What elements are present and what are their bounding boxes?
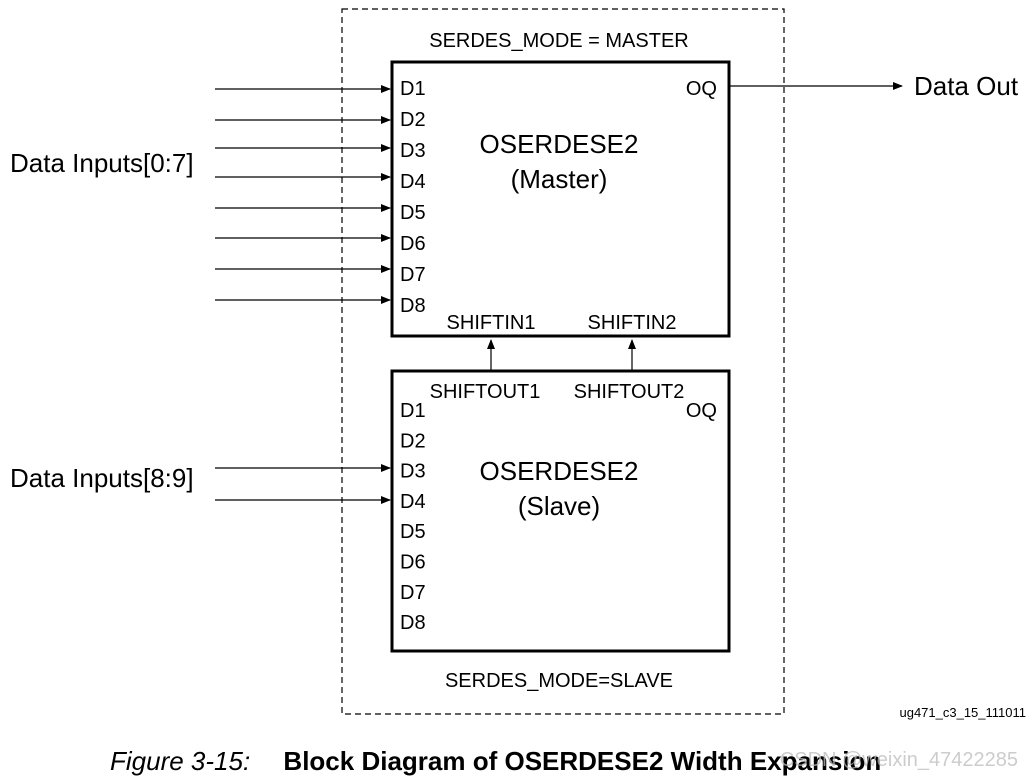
slave-input-pin-d5: D5 bbox=[400, 521, 426, 543]
slave-mode-label: SERDES_MODE=SLAVE bbox=[445, 670, 673, 692]
master-output-pin: OQ bbox=[686, 78, 717, 100]
figure-id: ug471_c3_15_111011 bbox=[899, 705, 1026, 720]
slave-input-pin-d4: D4 bbox=[400, 491, 426, 513]
shiftin1-pin: SHIFTIN1 bbox=[447, 312, 536, 334]
data-inputs-master-label: Data Inputs[0:7] bbox=[10, 148, 194, 178]
master-input-pin-d4: D4 bbox=[400, 171, 426, 193]
shiftin2-pin: SHIFTIN2 bbox=[588, 312, 677, 334]
slave-input-pin-d7: D7 bbox=[400, 582, 426, 604]
slave-input-pin-d2: D2 bbox=[400, 430, 426, 452]
slave-block-role: (Slave) bbox=[518, 491, 600, 521]
master-input-pin-d5: D5 bbox=[400, 202, 426, 224]
master-input-pin-d8: D8 bbox=[400, 295, 426, 317]
master-block bbox=[390, 60, 731, 338]
slave-block-name: OSERDESE2 bbox=[480, 456, 639, 486]
master-input-pin-d3: D3 bbox=[400, 140, 426, 162]
data-inputs-slave-label: Data Inputs[8:9] bbox=[10, 463, 194, 493]
master-input-pin-d6: D6 bbox=[400, 233, 426, 255]
slave-input-pin-d6: D6 bbox=[400, 552, 426, 574]
master-input-pin-d1: D1 bbox=[400, 78, 426, 100]
master-block-role: (Master) bbox=[511, 164, 608, 194]
data-out-label: Data Out bbox=[914, 71, 1019, 101]
master-input-pin-d7: D7 bbox=[400, 264, 426, 286]
slave-output-pin: OQ bbox=[686, 400, 717, 422]
slave-input-pin-d8: D8 bbox=[400, 612, 426, 634]
shiftout1-pin: SHIFTOUT1 bbox=[430, 381, 541, 403]
slave-input-pin-d3: D3 bbox=[400, 461, 426, 483]
master-input-wires bbox=[215, 85, 391, 304]
shiftout2-pin: SHIFTOUT2 bbox=[574, 381, 685, 403]
caption-title: Block Diagram of OSERDESE2 Width Expansi… bbox=[283, 746, 881, 776]
watermark: CSDN @weixin_47422285 bbox=[780, 749, 1018, 771]
figure-caption: Figure 3-15: Block Diagram of OSERDESE2 … bbox=[110, 746, 881, 776]
slave-input-wires bbox=[215, 464, 391, 504]
master-input-pin-d2: D2 bbox=[400, 109, 426, 131]
dashed-enclosure bbox=[341, 8, 785, 715]
caption-number: Figure 3-15: bbox=[110, 746, 250, 776]
master-block-name: OSERDESE2 bbox=[480, 129, 639, 159]
slave-block bbox=[390, 369, 731, 653]
master-mode-label: SERDES_MODE = MASTER bbox=[429, 30, 689, 52]
slave-input-pin-d1: D1 bbox=[400, 400, 426, 422]
